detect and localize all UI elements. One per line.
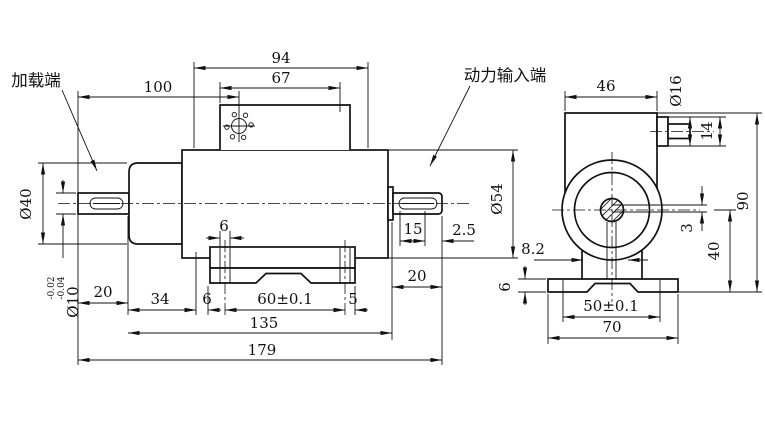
dim-dia54: Ø54 bbox=[488, 183, 506, 214]
dim-70: 70 bbox=[602, 318, 621, 336]
dim-15: 15 bbox=[403, 220, 422, 238]
dim-dia10-tol-lower: -0.04 bbox=[57, 276, 67, 299]
dim-20-left: 20 bbox=[93, 283, 112, 301]
dim-dia40: Ø40 bbox=[17, 188, 35, 219]
side-base-foot bbox=[547, 278, 679, 293]
dim-6-top: 6 bbox=[219, 217, 229, 235]
dim-46: 46 bbox=[596, 77, 615, 95]
dim-90: 90 bbox=[734, 191, 752, 210]
dim-179: 179 bbox=[248, 341, 277, 359]
dim-94: 94 bbox=[271, 49, 290, 67]
dim-20-right: 20 bbox=[407, 267, 426, 285]
side-junction-box bbox=[564, 112, 658, 193]
dim-67: 67 bbox=[271, 69, 290, 87]
load-end-label: 加载端 bbox=[11, 71, 61, 90]
power-input-label: 动力输入端 bbox=[464, 66, 547, 85]
dim-6-plate: 6 bbox=[496, 282, 514, 292]
side-view bbox=[547, 112, 714, 302]
dim-40: 40 bbox=[705, 241, 723, 260]
dim-14: 14 bbox=[698, 121, 716, 140]
dim-2-5: 2.5 bbox=[452, 221, 476, 239]
dim-5: 5 bbox=[348, 290, 358, 308]
dim-50: 50±0.1 bbox=[583, 297, 639, 315]
dim-dia10: Ø10 bbox=[64, 286, 82, 317]
dim-8-2: 8.2 bbox=[521, 240, 545, 258]
sensor-body bbox=[181, 149, 389, 259]
dim-3: 3 bbox=[678, 223, 696, 233]
dim-dia10-tol-upper: -0.02 bbox=[47, 276, 57, 299]
side-connector bbox=[650, 116, 714, 147]
dim-60: 60±0.1 bbox=[257, 290, 313, 308]
junction-box bbox=[219, 104, 351, 150]
dim-135: 135 bbox=[250, 314, 279, 332]
dim-34: 34 bbox=[150, 290, 169, 308]
side-dimensions: 46 Ø16 14 90 40 3 8.2 6 50±0.1 70 bbox=[496, 75, 762, 344]
left-hub bbox=[128, 162, 183, 245]
dim-6-bottom: 6 bbox=[202, 290, 212, 308]
front-view bbox=[58, 104, 472, 284]
front-dimensions: 加载端 动力输入端 94 67 100 Ø40 Ø10 -0.02 -0.04 … bbox=[11, 49, 546, 365]
dim-100: 100 bbox=[144, 78, 173, 96]
power-input-leader bbox=[429, 85, 471, 167]
base-foot-upper bbox=[209, 246, 356, 269]
base-foot-lower bbox=[209, 267, 356, 284]
load-end-leader bbox=[61, 89, 98, 172]
dim-dia16: Ø16 bbox=[667, 75, 685, 106]
connector-face bbox=[223, 110, 255, 142]
